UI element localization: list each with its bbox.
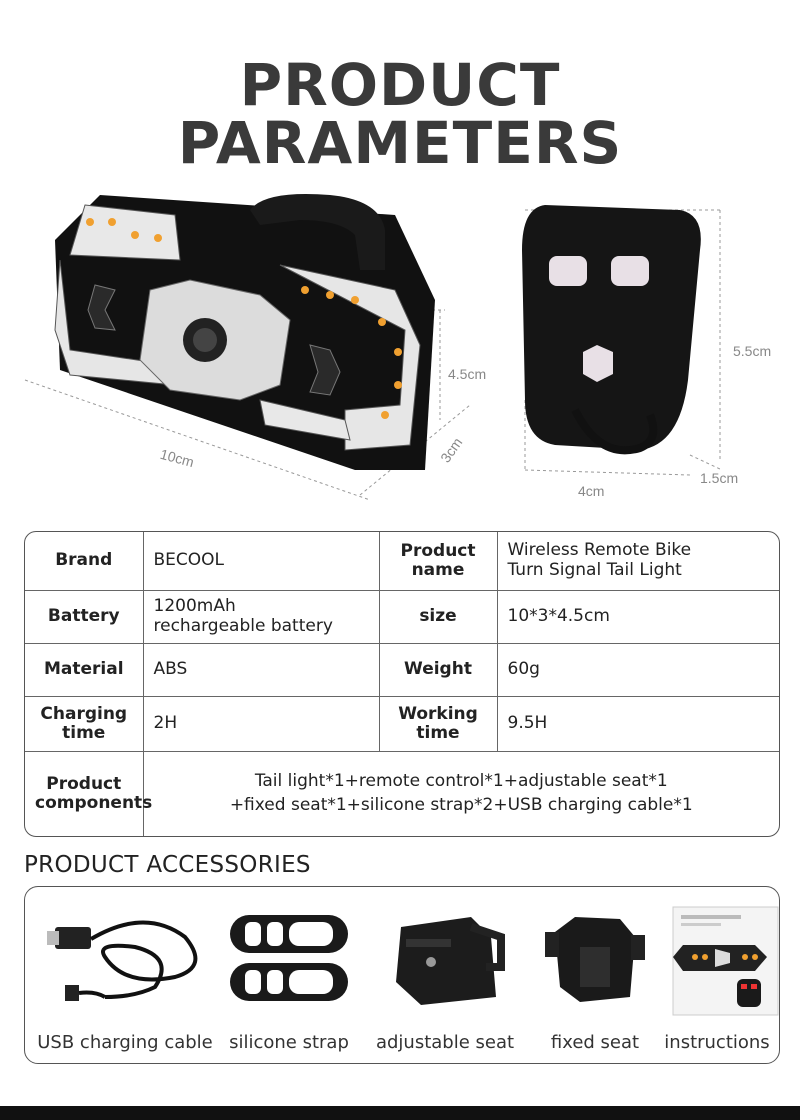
battery-label: Battery <box>25 589 144 644</box>
accessory-fixed-seat: fixed seat <box>535 887 655 1063</box>
working-time-label: Working time <box>378 695 498 752</box>
product-name-label: Product name <box>378 532 498 591</box>
brand-value: BECOOL <box>142 532 380 591</box>
product-name-value: Wireless Remote Bike Turn Signal Tail Li… <box>496 532 779 591</box>
remote-width-dimension: 4cm <box>578 483 605 499</box>
brand-label: Brand <box>25 532 144 591</box>
components-label-line-1: Product <box>46 774 122 795</box>
weight-value: 60g <box>496 642 779 697</box>
accessories-heading: PRODUCT ACCESSORIES <box>24 852 311 878</box>
working-time-value: 9.5H <box>496 695 779 752</box>
size-value: 10*3*4.5cm <box>496 589 779 644</box>
material-label: Material <box>25 642 144 697</box>
table-row: Material ABS Weight 60g <box>25 642 779 697</box>
accessory-usb-cable: USB charging cable <box>25 887 225 1063</box>
components-label: Product components <box>25 750 153 836</box>
adjustable-seat-image <box>396 917 505 1005</box>
working-label-line-2: time <box>416 722 460 743</box>
weight-label: Weight <box>378 642 498 697</box>
accessories-panel: USB charging cable silicone strap adjust… <box>24 886 780 1064</box>
accessory-instructions: instructions <box>655 887 779 1063</box>
product-name-line-2: Turn Signal Tail Light <box>507 559 682 580</box>
size-label: size <box>378 589 498 644</box>
charging-time-value: 2H <box>142 695 380 752</box>
tail-light-and-remote-image <box>24 194 723 501</box>
charging-label-line-2: time <box>62 722 106 743</box>
table-row: Product components Tail light*1+remote c… <box>25 750 779 836</box>
components-value: Tail light*1+remote control*1+adjustable… <box>142 750 779 836</box>
charging-label-line-1: Charging <box>40 703 128 724</box>
accessory-label: adjustable seat <box>375 1032 515 1053</box>
accessory-silicone-strap: silicone strap <box>225 887 353 1063</box>
silicone-strap-image <box>230 915 348 1001</box>
product-name-line-1: Wireless Remote Bike <box>507 540 692 561</box>
battery-value-line-2: rechargeable battery <box>153 615 333 636</box>
components-label-line-2: components <box>35 792 153 813</box>
battery-value: 1200mAh rechargeable battery <box>142 589 380 644</box>
working-label-line-1: Working <box>398 703 478 724</box>
battery-value-line-1: 1200mAh <box>153 595 236 616</box>
title-line-2: PARAMETERS <box>177 109 623 177</box>
fixed-seat-image <box>545 917 645 1002</box>
material-value: ABS <box>142 642 380 697</box>
instructions-image <box>672 906 779 1016</box>
accessory-adjustable-seat: adjustable seat <box>361 887 529 1063</box>
components-line-1: Tail light*1+remote control*1+adjustable… <box>254 770 668 791</box>
remote-depth-dimension: 1.5cm <box>700 470 739 486</box>
accessory-label: USB charging cable <box>37 1032 213 1053</box>
charging-time-label: Charging time <box>25 695 144 752</box>
height-dimension: 4.5cm <box>448 366 487 382</box>
table-row: Brand BECOOL Product name Wireless Remot… <box>25 532 779 591</box>
components-line-2: +fixed seat*1+silicone strap*2+USB charg… <box>229 794 693 815</box>
table-row: Charging time 2H Working time 9.5H <box>25 695 779 752</box>
accessory-label: silicone strap <box>229 1032 349 1053</box>
usb-cable-image <box>47 920 198 1001</box>
table-row: Battery 1200mAh rechargeable battery siz… <box>25 589 779 644</box>
accessory-label: instructions <box>664 1032 770 1053</box>
accessory-label: fixed seat <box>550 1032 640 1053</box>
spec-table: Brand BECOOL Product name Wireless Remot… <box>24 531 780 837</box>
product-illustration: 10cm 3cm 4.5cm 5.5cm 4cm 1.5cm <box>0 180 800 520</box>
bottom-bar <box>0 1106 800 1120</box>
title-line-1: PRODUCT <box>239 51 561 119</box>
remote-height-dimension: 5.5cm <box>733 343 772 359</box>
